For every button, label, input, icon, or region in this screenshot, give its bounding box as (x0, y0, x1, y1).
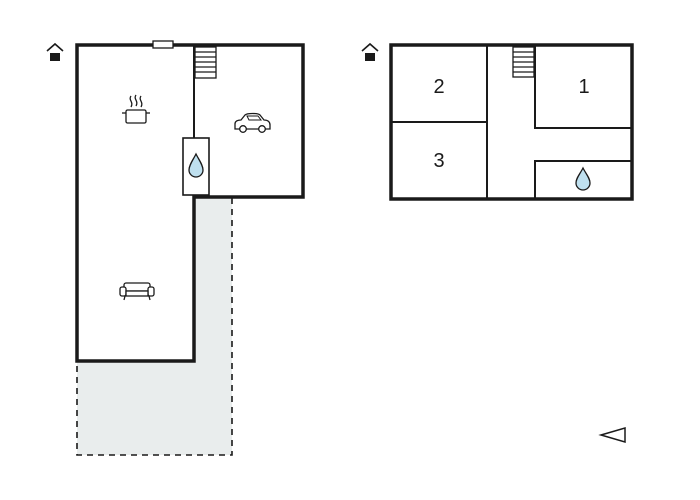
bathroom-fixture (182, 137, 210, 196)
window-icon (152, 40, 174, 49)
room-label-2: 2 (433, 76, 444, 98)
stairs-icon (194, 46, 217, 79)
kitchen-pot-icon (122, 94, 150, 124)
room-label-3: 3 (433, 150, 444, 172)
ground-floor-outer-wall (75, 43, 305, 363)
stairs-icon (512, 46, 535, 78)
first-floor-plan: 1 2 3 (361, 42, 634, 201)
direction-arrow-icon (598, 427, 626, 443)
house-floor-icon (46, 42, 64, 61)
water-drop-icon (575, 166, 591, 191)
room-label-1: 1 (578, 76, 589, 98)
car-icon (234, 112, 271, 133)
ground-floor-plan (46, 40, 305, 456)
sofa-icon (119, 282, 155, 301)
water-drop-icon (188, 152, 204, 178)
terrace-area (76, 198, 233, 456)
house-floor-icon (361, 42, 379, 61)
